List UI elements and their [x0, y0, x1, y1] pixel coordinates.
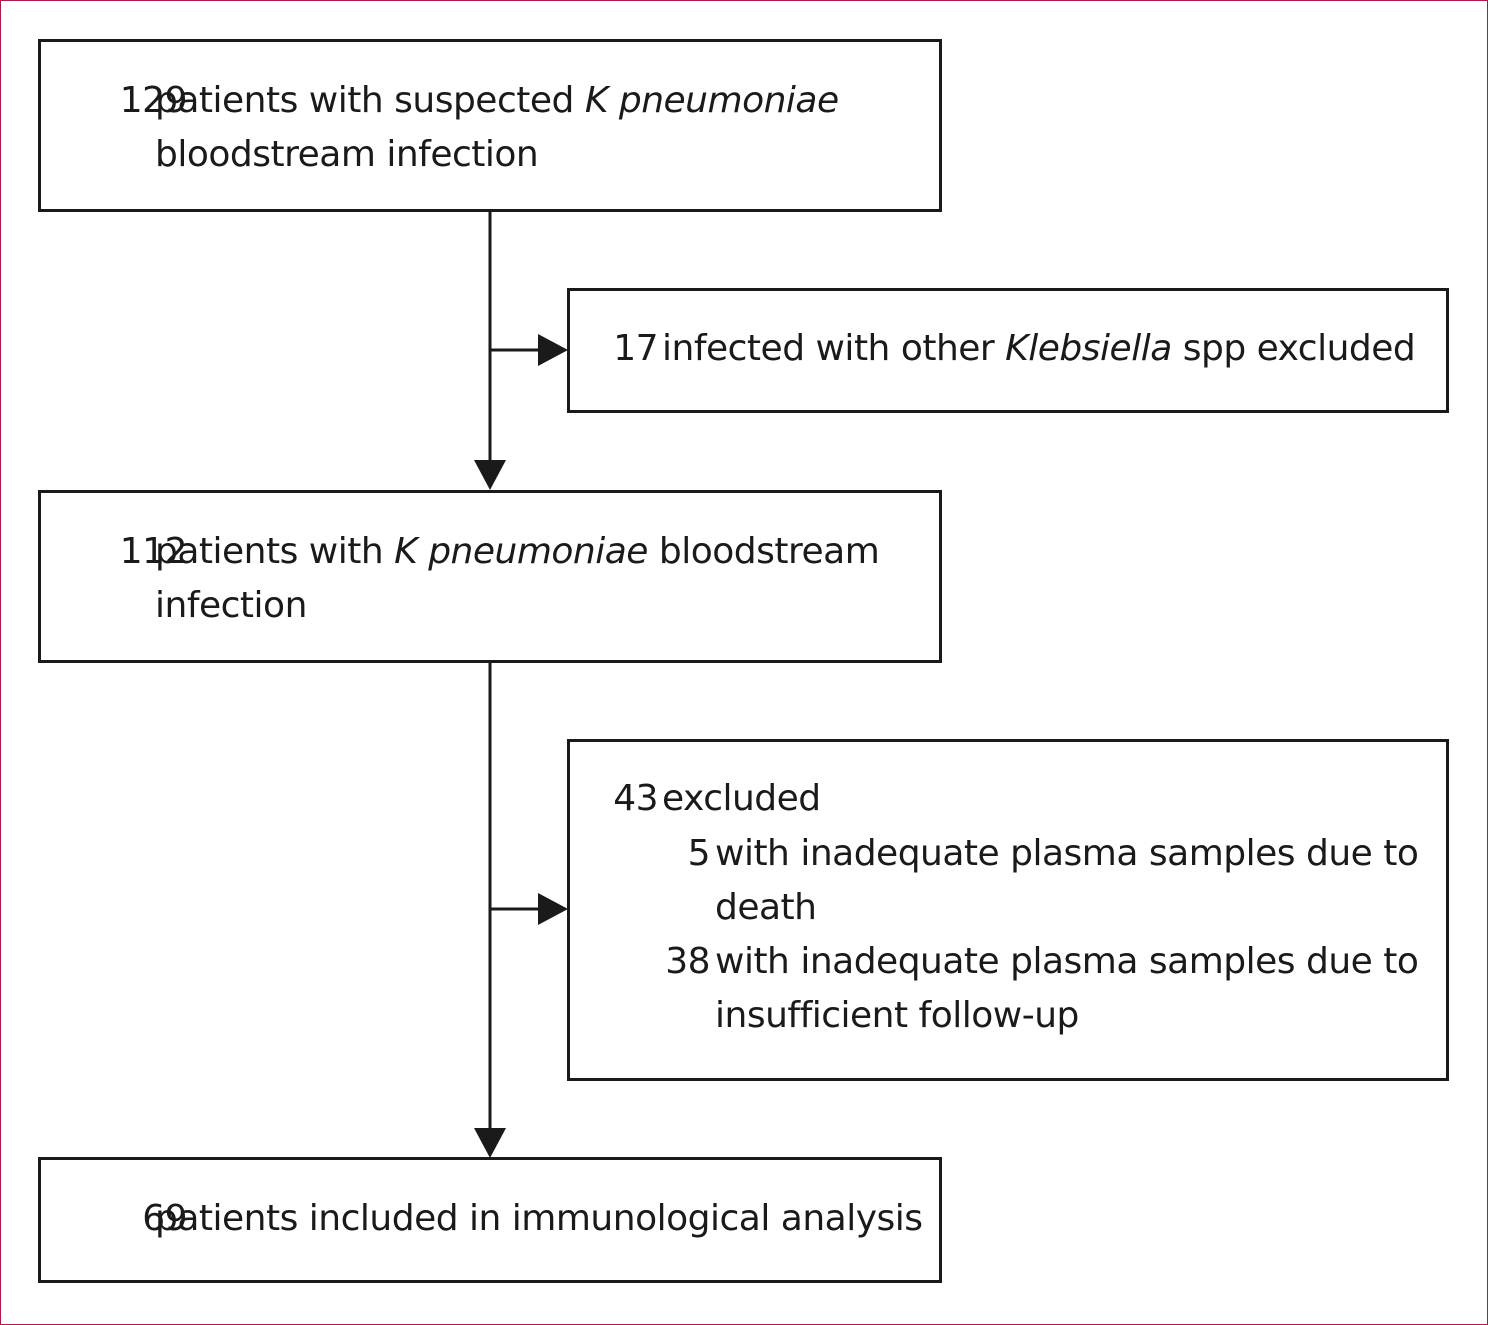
arrowhead-to-box2	[538, 334, 568, 366]
box4-item1-count: 5	[687, 833, 711, 874]
box1-line2: bloodstream infection	[155, 134, 539, 175]
arrowhead-to-box5	[474, 1128, 506, 1158]
box3-count: 112	[119, 531, 188, 572]
box4-item1-line1: with inadequate plasma samples due to	[715, 833, 1419, 874]
box1-line1-text: patients with suspected	[155, 80, 585, 121]
box1-count: 129	[119, 80, 188, 121]
box2-count: 17	[613, 328, 658, 369]
box3-organism: K pneumoniae	[394, 531, 648, 572]
box-other-klebsiella-excluded: 17 infected with other Klebsiella spp ex…	[567, 288, 1449, 413]
box5-count: 69	[142, 1198, 187, 1239]
box4-item1-line2: death	[715, 887, 817, 928]
box3-text-post: bloodstream	[647, 531, 880, 572]
box2-text-pre: infected with other	[662, 328, 1006, 369]
box3-line1: patients with K pneumoniae bloodstream	[155, 525, 880, 579]
box-confirmed-infection: 112 patients with K pneumoniae bloodstre…	[38, 490, 942, 663]
box-excluded-samples: 43 excluded 5 with inadequate plasma sam…	[567, 739, 1449, 1081]
box4-label: excluded	[662, 778, 821, 819]
box4-item2-count: 38	[665, 941, 710, 982]
box1-organism: K pneumoniae	[584, 80, 839, 121]
box4-count: 43	[613, 778, 658, 819]
box2-line: infected with other Klebsiella spp exclu…	[662, 322, 1416, 376]
box4-item2-line2: insufficient follow-up	[715, 995, 1079, 1036]
arrowhead-to-box3	[474, 460, 506, 490]
box-included-analysis: 69 patients included in immunological an…	[38, 1157, 942, 1283]
box4-item2-line1: with inadequate plasma samples due to	[715, 941, 1419, 982]
box3-line2: infection	[155, 585, 307, 626]
arrowhead-to-box4	[538, 893, 568, 925]
box1-line1: patients with suspected K pneumoniae	[155, 74, 839, 128]
box5-label: patients included in immunological analy…	[155, 1198, 923, 1239]
box3-text-pre: patients with	[155, 531, 395, 572]
box2-text-post: spp excluded	[1171, 328, 1416, 369]
box2-organism: Klebsiella	[1005, 328, 1172, 369]
box-suspected-infection: 129 patients with suspected K pneumoniae…	[38, 39, 942, 212]
